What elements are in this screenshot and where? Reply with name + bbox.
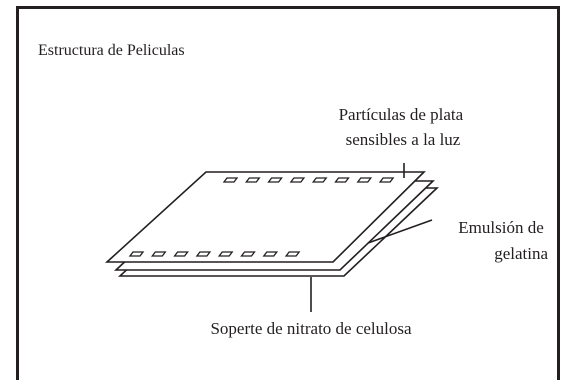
emulsion-label-line-1: Emulsión de [458, 218, 543, 237]
film-perforation [128, 251, 145, 257]
film-perforation [289, 177, 306, 183]
film-perforation [267, 177, 283, 183]
film-perforation [245, 177, 261, 183]
film-perforation [378, 177, 395, 183]
film-perforation [284, 251, 301, 257]
film-perforation [151, 251, 167, 257]
emulsion-leader-line [367, 219, 433, 244]
film-perforation [334, 177, 350, 183]
film-sheet-top-layer [104, 171, 426, 263]
film-perforation [356, 177, 373, 183]
perforation-row-bottom [128, 251, 301, 257]
film-perforation [240, 251, 256, 257]
base-label: Soperte de nitrato de celulosa [210, 319, 412, 338]
particles-label-line-1: Partículas de plata [339, 105, 464, 124]
film-sheets [104, 171, 440, 277]
film-perforation [311, 177, 328, 183]
emulsion-label: Emulsión de gelatina [458, 218, 548, 263]
emulsion-label-line-2: gelatina [494, 244, 548, 263]
particles-label-line-2: sensibles a la luz [346, 130, 461, 149]
diagram-frame [16, 6, 560, 380]
film-perforation [217, 251, 234, 257]
diagram-title: Estructura de Peliculas [38, 42, 185, 59]
film-perforation [195, 251, 212, 257]
leader-lines [310, 163, 433, 312]
film-perforation [222, 177, 239, 183]
particles-label: Partículas de plata sensibles a la luz [339, 105, 468, 149]
perforation-row-top [222, 177, 395, 183]
film-perforation [173, 251, 189, 257]
film-perforation [262, 251, 279, 257]
